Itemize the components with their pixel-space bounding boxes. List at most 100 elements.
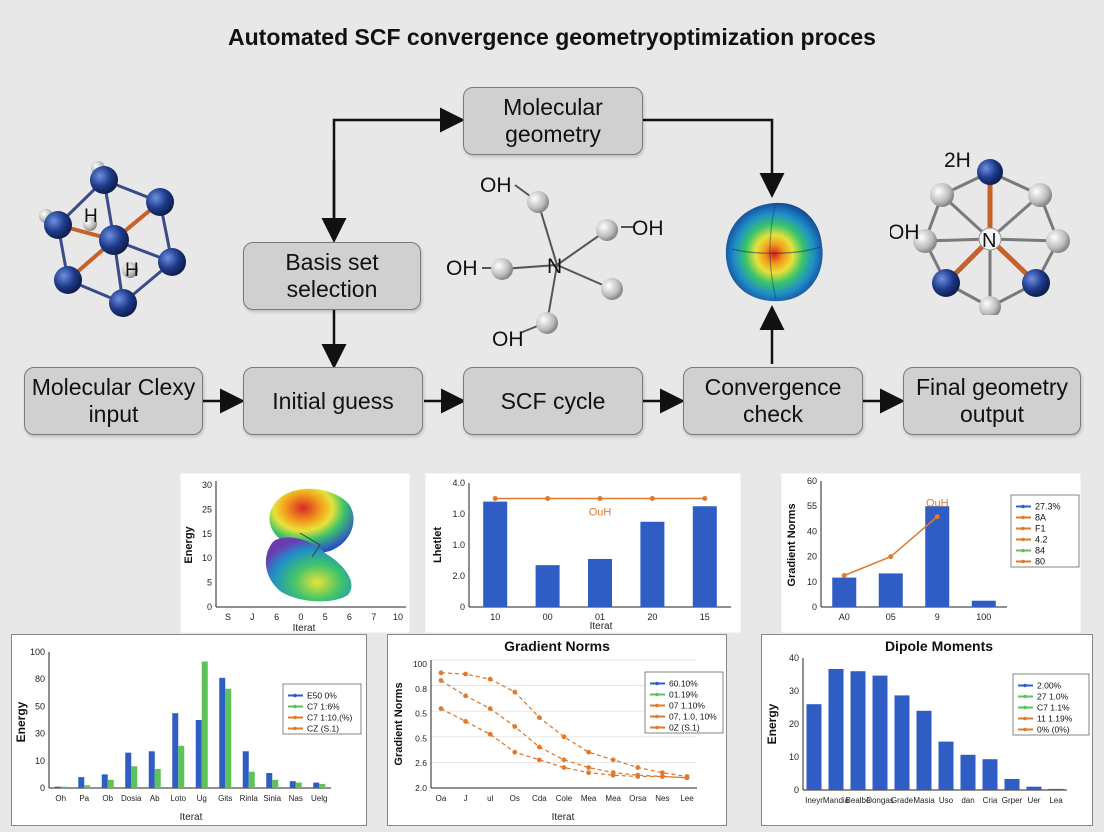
legend-marker <box>293 704 297 709</box>
y-tick-label: 4.0 <box>452 478 465 488</box>
x-tick-label: Ab <box>150 794 160 803</box>
legend-entry: 07 1.10% <box>669 701 705 711</box>
line-point <box>537 757 542 763</box>
y-tick-label: 2.6 <box>415 758 427 768</box>
legend-marker <box>655 692 659 697</box>
surface-lobe-top <box>269 488 354 554</box>
legend-marker <box>1021 559 1025 564</box>
line-point <box>841 573 847 578</box>
y-tick-label: 0.5 <box>415 709 427 719</box>
bar <box>588 558 612 607</box>
bar <box>289 781 296 788</box>
legend-box <box>282 683 362 735</box>
legend-marker <box>1023 683 1027 688</box>
y-tick-label: 40 <box>807 526 817 536</box>
x-tick-label: Uso <box>939 796 954 805</box>
y-axis-label: Gradient Norms <box>393 682 405 765</box>
legend-entry: 27 1.0% <box>1037 692 1069 702</box>
legend-entry: 27.3% <box>1035 502 1061 512</box>
x-tick-label: Cria <box>983 796 998 805</box>
surface-lobe-bottom <box>265 537 352 602</box>
line-point <box>586 749 591 755</box>
legend-entry: 0Z (S.1) <box>669 723 700 733</box>
right-mol-2h: 2H <box>944 149 971 172</box>
legend-entry: 11 1.19% <box>1037 714 1073 724</box>
line-point <box>512 749 518 755</box>
line-point <box>597 496 603 501</box>
x-tick-label: 05 <box>886 612 896 622</box>
initial-guess-box: Initial guess <box>243 367 423 435</box>
x-tick-label: 7 <box>371 612 376 622</box>
line-series-label: OuH <box>926 498 949 510</box>
x-tick-label: S <box>225 612 231 622</box>
line-point <box>438 670 444 676</box>
legend-entry: 07, 1.0, 10% <box>669 712 717 722</box>
bar <box>832 577 857 607</box>
x-tick-label: 9 <box>935 612 940 622</box>
y-tick-label: 15 <box>202 529 212 539</box>
chart-title: Dipole Moments <box>885 638 993 654</box>
bar <box>219 677 226 788</box>
y-tick-label: 100 <box>30 647 45 657</box>
x-tick-label: Uelg <box>311 794 327 803</box>
basis-set-box: Basis set selection <box>243 242 421 310</box>
diagram-title: Automated SCF convergence geometryoptimi… <box>228 24 876 50</box>
legend-entry: 60.10% <box>669 679 698 689</box>
x-tick-label: Gits <box>218 794 232 803</box>
bar <box>148 751 155 788</box>
line-point <box>888 554 894 560</box>
y-axis-label: Gradient Norms <box>786 503 798 586</box>
x-tick-label: Lea <box>1049 796 1063 805</box>
y-tick-label: 55 <box>807 501 817 511</box>
x-tick-label: 0 <box>298 612 303 622</box>
right-molecule-model: 2H OH N <box>890 149 1070 315</box>
legend-entry: 4.2 <box>1035 535 1048 545</box>
y-tick-label: 60 <box>807 476 817 486</box>
legend-marker <box>1021 537 1025 542</box>
x-tick-label: 6 <box>274 612 279 622</box>
x-tick-label: Uer <box>1028 796 1041 805</box>
bar <box>225 688 232 788</box>
line-point <box>610 757 616 763</box>
x-tick-label: A0 <box>839 612 850 622</box>
x-tick-label: Mandia <box>823 796 850 805</box>
y-tick-label: 5 <box>207 578 212 588</box>
x-tick-label: Ug <box>197 794 207 803</box>
center-mol-n: N <box>547 255 562 278</box>
line-point <box>537 715 542 720</box>
legend-marker <box>1021 548 1025 553</box>
y-axis-label: Energy <box>14 701 28 742</box>
center-mol-oh-left: OH <box>446 257 478 280</box>
x-tick-label: dan <box>961 796 974 805</box>
legend-marker <box>655 714 659 719</box>
line-point <box>492 496 498 501</box>
scf-cycle-box: SCF cycle <box>463 367 643 435</box>
y-tick-label: 50 <box>35 701 45 711</box>
line-point <box>438 678 444 683</box>
molecular-input-box: Molecular Clexy input <box>24 367 203 435</box>
line-point <box>487 731 493 737</box>
y-tick-label: 30 <box>789 686 799 696</box>
x-tick-label: 20 <box>647 612 657 622</box>
bar <box>894 695 910 790</box>
x-tick-label: Mea <box>605 794 621 803</box>
x-tick-label: Masia <box>913 796 935 805</box>
y-tick-label: 10 <box>202 553 212 563</box>
line-point <box>463 719 468 724</box>
chart-title: Gradient Norms <box>504 638 610 654</box>
molecular-geometry-label: Molecular geometry <box>503 94 603 147</box>
x-tick-label: J <box>250 612 255 622</box>
legend-entry: C7 1:10,(%) <box>307 713 353 723</box>
x-tick-label: Dosia <box>121 794 142 803</box>
bar <box>828 669 844 790</box>
bar <box>878 573 903 607</box>
x-tick-label: Ob <box>102 794 113 803</box>
bar <box>960 754 976 790</box>
line-point <box>561 757 567 763</box>
y-tick-label: 1.0 <box>452 509 465 519</box>
bar <box>483 501 508 607</box>
y-tick-label: 100 <box>413 659 427 669</box>
legend-entry: F1 <box>1035 524 1046 534</box>
